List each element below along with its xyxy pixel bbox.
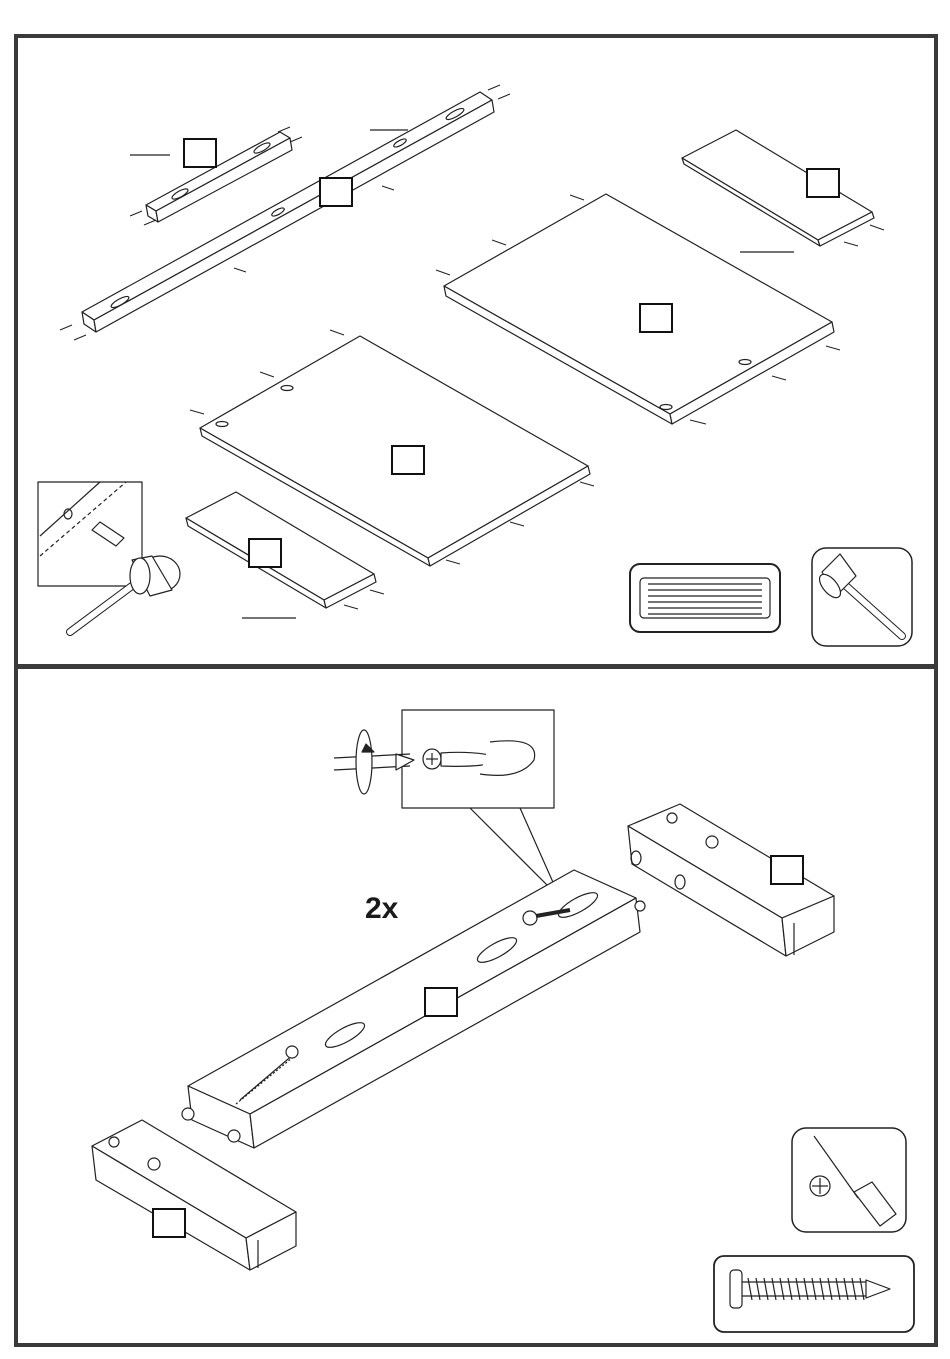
side-board-top (682, 130, 874, 252)
part-label-box (770, 855, 804, 885)
screw-detail-callout (334, 710, 560, 898)
mallet-icon (812, 548, 912, 646)
part-label-box (424, 987, 458, 1017)
connector-block-left (92, 1120, 296, 1270)
part-label-box (391, 445, 425, 475)
mallet-detail-callout (38, 482, 180, 632)
quantity-label: 2x (365, 892, 398, 926)
part-label-box (248, 538, 282, 568)
phillips-screwdriver-icon (792, 1128, 906, 1232)
part-label-box (183, 138, 217, 168)
part-label-box (806, 168, 840, 198)
part-label-box (319, 177, 353, 207)
part-label-box (639, 303, 673, 333)
dowel-bag-icon (630, 564, 780, 632)
screw-icon (714, 1256, 914, 1332)
bottom-rail (182, 870, 645, 1148)
part-label-box (152, 1208, 186, 1238)
